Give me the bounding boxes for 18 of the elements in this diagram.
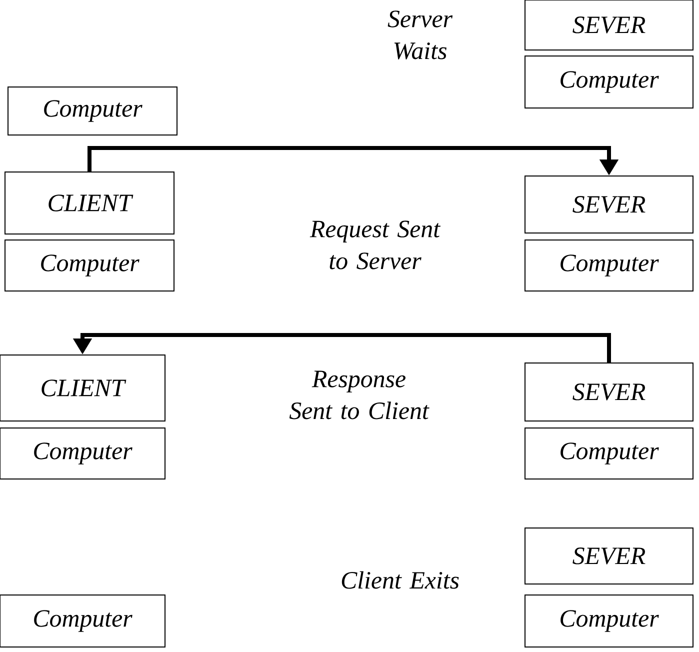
computer-box: Computer: [524, 594, 694, 648]
step-caption: Request Sent to Server: [310, 220, 441, 270]
step-caption: Response Sent to Client: [289, 370, 430, 420]
role-box: CLIENT: [4, 171, 174, 234]
step-caption: Server Waits: [388, 10, 453, 60]
role-box: SEVER: [524, 362, 694, 422]
computer-box: Computer: [0, 594, 166, 648]
computer-box: Computer: [524, 427, 694, 480]
role-box: SEVER: [524, 0, 694, 50]
role-box: SEVER: [524, 527, 694, 584]
computer-box: Computer: [524, 239, 694, 292]
computer-box: Computer: [4, 239, 174, 292]
computer-box: Computer: [8, 86, 178, 136]
computer-box: Computer: [0, 427, 166, 480]
role-box: SEVER: [524, 175, 694, 234]
role-box: CLIENT: [0, 354, 166, 422]
computer-box: Computer: [524, 56, 694, 108]
step-caption: Client Exits: [342, 571, 459, 589]
